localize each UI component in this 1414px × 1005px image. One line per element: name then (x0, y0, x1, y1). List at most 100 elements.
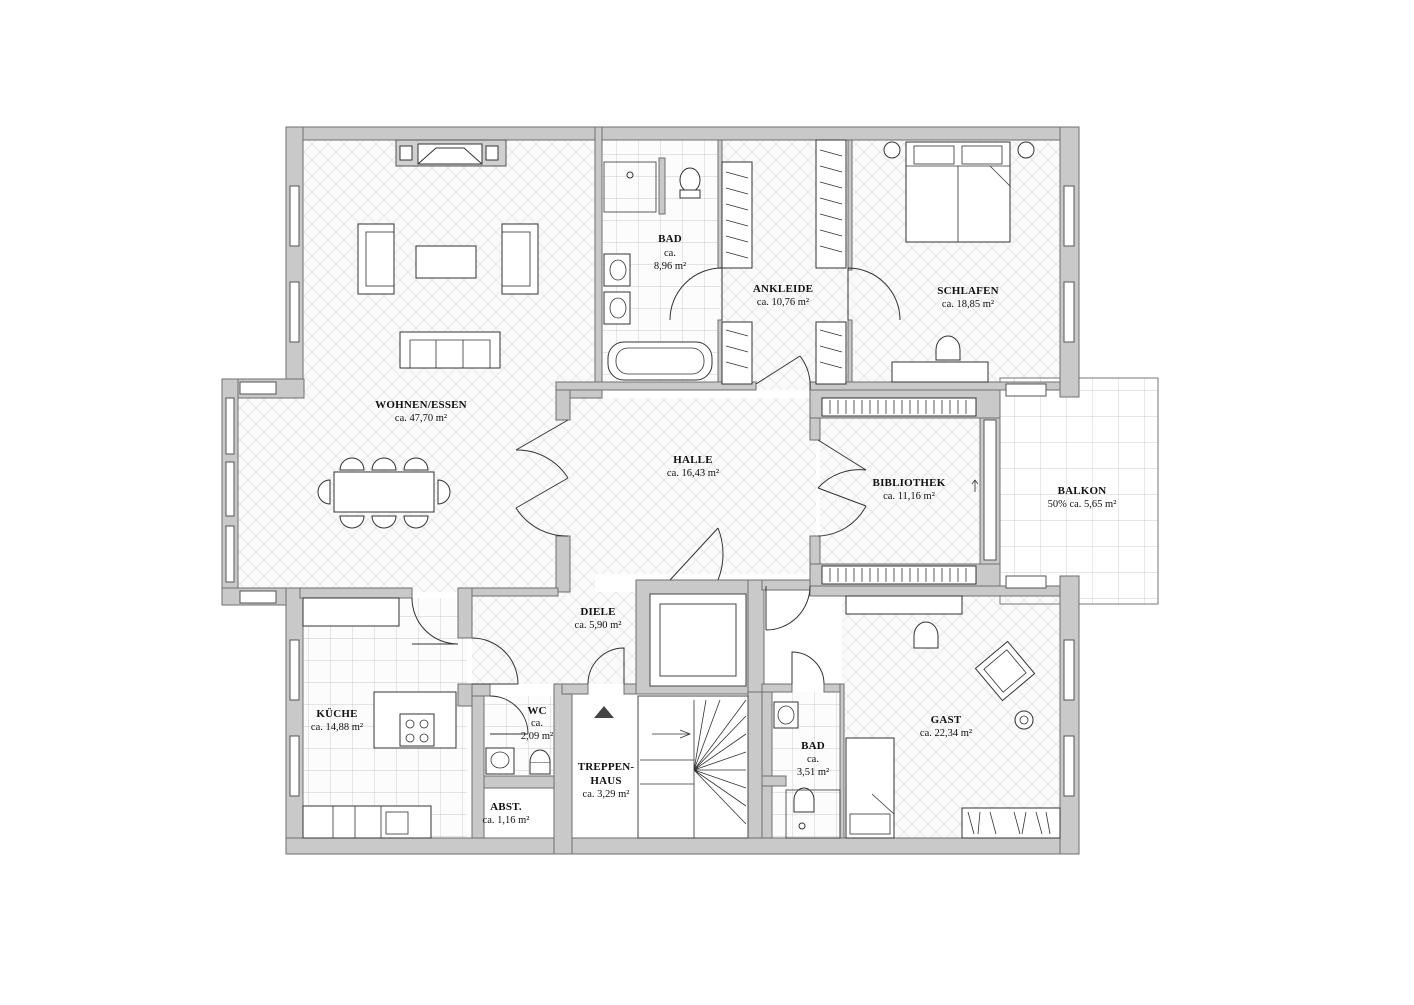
kueche-furniture (302, 597, 457, 839)
wall-halle-left-a (555, 389, 571, 421)
window-gast-1 (1063, 639, 1075, 701)
label-bibliothek-name: BIBLIOTHEK (873, 477, 946, 489)
bookshelf-top-icon (821, 397, 977, 417)
label-treppenhaus-area: ca. 3,29 m² (583, 789, 630, 800)
armchair-right-icon (501, 223, 539, 295)
window-bay-bottom (239, 590, 277, 604)
wall-bad-small-left (761, 691, 773, 839)
label-bad-top-area-1: ca. (664, 248, 676, 259)
window-right-2 (1063, 281, 1075, 343)
armchair-left-icon (357, 223, 395, 295)
window-left-2 (289, 281, 300, 343)
wall-outer-bottom (285, 837, 1080, 855)
wall-bad-small-top-a (761, 683, 793, 693)
door-treppenhaus (587, 647, 625, 685)
wall-bad-shower (658, 157, 666, 215)
label-gast-area: ca. 22,34 m² (920, 728, 972, 739)
kitchen-sink-icon (385, 811, 409, 835)
label-halle-area: ca. 16,43 m² (667, 468, 719, 479)
wall-outer-right-lower (1059, 575, 1080, 855)
label-treppenhaus-name-1: TREPPEN- (578, 761, 635, 773)
floor-bibliothek (820, 418, 980, 564)
label-abst-area: ca. 1,16 m² (483, 815, 530, 826)
label-wohnen-name: WOHNEN/ESSEN (375, 399, 467, 411)
label-wc-name: WC (527, 705, 546, 717)
coffee-table-icon (415, 245, 477, 279)
wall-gast-top-left (761, 579, 811, 591)
wc-fixtures (485, 747, 551, 775)
bibliothek-shelves (821, 397, 979, 585)
room-labels: WOHNEN/ESSEN ca. 47,70 m² BAD ca. 8,96 m… (311, 233, 1116, 826)
wall-bad-small-top-b (823, 683, 843, 693)
wall-ankleide-schlafen-a (847, 139, 853, 271)
counter-bottom-icon (302, 805, 432, 839)
label-balkon-area: 50% ca. 5,65 m² (1048, 499, 1117, 510)
label-bad-top-area-2: 8,96 m² (654, 261, 686, 272)
label-kueche-area: ca. 14,88 m² (311, 722, 363, 733)
label-gast-name: GAST (931, 714, 962, 726)
wall-ankleide-schlafen-b (847, 319, 853, 391)
label-diele-area: ca. 5,90 m² (575, 620, 622, 631)
label-bibliothek-area: ca. 11,16 m² (883, 491, 935, 502)
wall-kueche-diele-b (457, 683, 473, 707)
bookshelf-bottom-icon (821, 565, 977, 585)
dresser-icon (891, 361, 989, 383)
wall-wohnen-bad (594, 126, 603, 398)
door-bad-ankleide (669, 267, 723, 321)
wardrobe-2-icon (721, 321, 753, 385)
floor-balkon (1000, 378, 1158, 604)
toilet-icon (679, 167, 701, 193)
chair-icon (935, 335, 961, 361)
label-bad-small-area-2: 3,51 m² (797, 767, 829, 778)
door-halle-wohnen (515, 419, 569, 537)
staircase-icon (594, 695, 749, 839)
gast-chair-icon (913, 621, 939, 649)
door-halle-diele (669, 527, 724, 581)
schlafen-furniture (883, 141, 1035, 383)
wall-outer-left-upper (285, 126, 304, 393)
fireplace-icon (395, 139, 507, 167)
window-bay-left-3 (225, 525, 235, 583)
label-schlafen-area: ca. 18,85 m² (942, 299, 994, 310)
living-furniture (357, 223, 539, 369)
wardrobe-1-icon (721, 161, 753, 269)
wall-bibliothek-left-a (809, 417, 821, 441)
window-schlafen-balkon (1005, 383, 1047, 397)
wall-wc-top-left (471, 683, 491, 697)
sink-2-icon (603, 291, 631, 325)
bad-small-fixtures (773, 701, 841, 839)
wall-outer-top (285, 126, 1080, 141)
window-gast-balkon (1005, 575, 1047, 589)
label-ankleide-name: ANKLEIDE (753, 283, 813, 295)
wall-bad-gast (839, 683, 845, 839)
single-bed-icon (845, 737, 895, 839)
wall-outer-left-lower (285, 587, 304, 855)
label-diele-name: DIELE (580, 606, 615, 618)
counter-top-icon (302, 597, 400, 627)
wall-wc-left (471, 695, 485, 839)
wall-kueche-diele-a (457, 587, 473, 639)
sliding-arrow-icon (971, 479, 979, 492)
label-treppenhaus-name-2: HAUS (590, 775, 621, 787)
elevator-cabin (659, 603, 737, 677)
floor-diele (472, 592, 636, 684)
door-halle-bibliothek (817, 439, 867, 537)
nightstand-lamp-right-icon (1017, 141, 1035, 159)
window-bay-left-2 (225, 461, 235, 517)
wall-wc-right (553, 683, 573, 855)
gast-wardrobe-icon (961, 807, 1061, 839)
label-wc-area-1: ca. (531, 718, 543, 729)
window-gast-2 (1063, 735, 1075, 797)
label-bad-top-name: BAD (658, 233, 682, 245)
window-left-1 (289, 185, 300, 247)
door-ankleide-schlafen (847, 267, 901, 321)
doors (411, 267, 901, 735)
gast-furniture (845, 595, 1061, 839)
label-wc-area-2: 2,09 m² (521, 731, 553, 742)
label-schlafen-name: SCHLAFEN (937, 285, 999, 297)
gast-side-table-icon (1014, 710, 1034, 730)
cooktop-icon (399, 713, 435, 747)
wall-bad-small-notch (761, 775, 787, 787)
label-balkon-name: BALKON (1058, 485, 1107, 497)
wall-kueche-top (299, 587, 413, 599)
